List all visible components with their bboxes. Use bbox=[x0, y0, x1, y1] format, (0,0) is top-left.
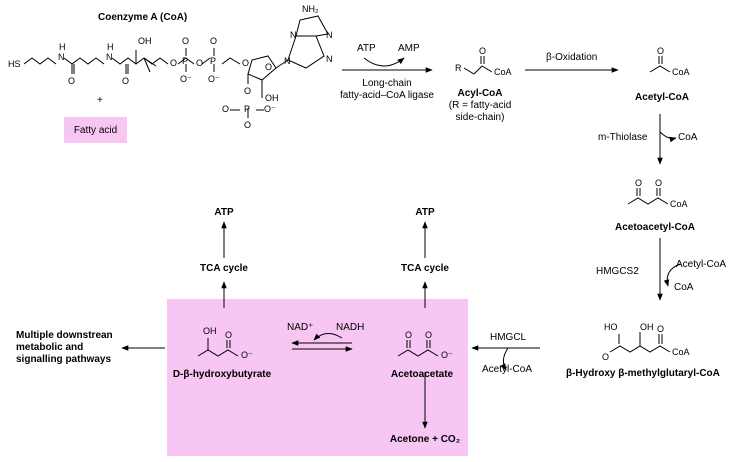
dbhb-o1: O bbox=[225, 330, 233, 340]
fatty-acid-box: Fatty acid bbox=[64, 117, 127, 143]
atom-n-b: N bbox=[326, 30, 333, 40]
ligase-label-1: Long-chain bbox=[362, 78, 412, 89]
hmg-coa-group: CoA bbox=[672, 347, 690, 357]
hmg-ho: HO bbox=[604, 322, 618, 332]
hmg-coa-name: β-Hydroxy β-methylglutaryl-CoA bbox=[566, 368, 720, 379]
atom-hs: HS bbox=[8, 59, 21, 69]
atom-h1: H bbox=[59, 42, 66, 52]
atom-o3: O bbox=[170, 58, 178, 68]
dbhb-o2: O⁻ bbox=[241, 350, 253, 360]
acyl-coa-group: CoA bbox=[494, 67, 512, 77]
acyl-coa-note-1: (R = fatty-acid bbox=[448, 100, 512, 111]
downstream-line-3: signalling pathways bbox=[16, 354, 112, 365]
atp-left: ATP bbox=[214, 207, 234, 218]
atom-o15: O bbox=[244, 120, 252, 130]
atp-right: ATP bbox=[415, 207, 435, 218]
atom-n1: N bbox=[58, 52, 65, 62]
thiolase-label: m-Thiolase bbox=[598, 132, 648, 143]
plus-sign: + bbox=[97, 95, 103, 106]
acyl-coa-note-2: side-chain) bbox=[455, 112, 505, 123]
atom-o14: O⁻ bbox=[264, 104, 276, 114]
tca-cycle-left: TCA cycle bbox=[200, 263, 248, 274]
atom-o5: O⁻ bbox=[180, 74, 192, 84]
atom-h2: H bbox=[107, 42, 114, 52]
atom-p3: P bbox=[244, 104, 251, 114]
atom-o1: O bbox=[68, 76, 76, 86]
acetone-name: Acetone + CO₂ bbox=[389, 434, 461, 445]
atom-oh2: OH bbox=[265, 93, 279, 103]
atom-ring-o: O bbox=[265, 62, 273, 72]
thiolase-coa: CoA bbox=[678, 132, 698, 143]
hmg-o2: O bbox=[657, 324, 665, 334]
hmgcl-acetyl-coa: Acetyl-CoA bbox=[482, 364, 533, 375]
atom-nh2: NH₂ bbox=[302, 4, 319, 14]
dbhb-oh: OH bbox=[203, 326, 217, 336]
hmgcs2-acetyl-coa: Acetyl-CoA bbox=[676, 259, 727, 270]
amp-output: AMP bbox=[398, 43, 420, 54]
atom-o6: O bbox=[196, 58, 204, 68]
atom-n2: N bbox=[106, 52, 113, 62]
downstream-line-1: Multiple downstrean bbox=[16, 330, 113, 341]
atom-p2: P bbox=[210, 56, 217, 66]
acetoacetyl-o1: O bbox=[635, 178, 643, 188]
ketone-body-highlight-box bbox=[167, 299, 468, 456]
dbhb-name: D-β-hydroxybutyrate bbox=[172, 369, 272, 380]
hmgcl-label: HMGCL bbox=[490, 332, 527, 343]
acetyl-coa-name: Acetyl-CoA bbox=[635, 92, 689, 103]
acetoacetyl-coa-name: Acetoacetyl-CoA bbox=[614, 222, 696, 233]
acetoacetyl-coa-group: CoA bbox=[670, 199, 688, 209]
acetoacetate-o3: O⁻ bbox=[441, 350, 453, 360]
atom-o11: O bbox=[222, 104, 230, 114]
acetoacetate-o1: O bbox=[405, 330, 413, 340]
acyl-r: R bbox=[455, 63, 462, 73]
ligase-label-2: fatty-acid–CoA ligase bbox=[340, 90, 434, 101]
hmgcs2-label: HMGCS2 bbox=[596, 266, 639, 277]
atom-o9: O bbox=[242, 58, 250, 68]
atom-n-a: N bbox=[290, 30, 297, 40]
atom-n-c: N bbox=[326, 54, 333, 64]
beta-oxidation-label: β-Oxidation bbox=[546, 52, 598, 63]
atom-n-d: N bbox=[284, 56, 291, 66]
hmg-o1: O bbox=[602, 352, 610, 362]
atom-o8: O⁻ bbox=[208, 74, 220, 84]
hmg-oh: OH bbox=[640, 322, 654, 332]
acetoacetate-o2: O bbox=[425, 330, 433, 340]
coenzyme-a-structure bbox=[23, 15, 329, 118]
acyl-o: O bbox=[479, 46, 487, 56]
downstream-line-2: metabolic and bbox=[16, 342, 84, 353]
atp-input: ATP bbox=[357, 43, 376, 54]
acyl-coa-name: Acyl-CoA bbox=[457, 88, 503, 99]
nad-plus: NAD⁺ bbox=[287, 322, 314, 333]
acetyl-coa-group: CoA bbox=[672, 67, 690, 77]
tca-cycle-right: TCA cycle bbox=[401, 263, 449, 274]
coa-title: Coenzyme A (CoA) bbox=[98, 12, 188, 23]
acetyl-o: O bbox=[657, 46, 665, 56]
atom-o10: O bbox=[244, 86, 252, 96]
fatty-acid-label: Fatty acid bbox=[73, 124, 118, 136]
nadh: NADH bbox=[336, 322, 365, 333]
hmgcs2-coa: CoA bbox=[674, 282, 694, 293]
acetoacetate-name: Acetoacetate bbox=[390, 369, 454, 380]
atom-o4: O bbox=[182, 36, 190, 46]
atom-o7: O bbox=[210, 36, 218, 46]
atom-oh: OH bbox=[138, 36, 152, 46]
atom-o2: O bbox=[122, 76, 130, 86]
acetoacetyl-o2: O bbox=[655, 178, 663, 188]
atom-p1: P bbox=[182, 56, 189, 66]
